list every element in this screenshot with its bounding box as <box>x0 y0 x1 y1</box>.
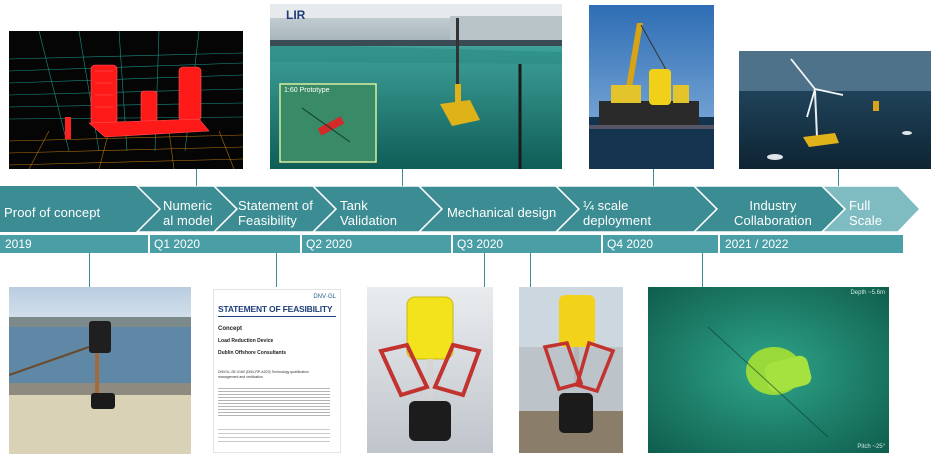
year-label-q4-2020: Q4 2020 <box>607 237 654 251</box>
photo-feasibility-document: DNV·GL STATEMENT OF FEASIBILITY Concept … <box>213 289 341 453</box>
connector-proof <box>89 253 90 287</box>
stage-statement-of-feasibility: Statement of Feasibility <box>238 198 313 228</box>
year-label-q1-2020: Q1 2020 <box>154 237 201 251</box>
underwater-pitch-readout: Pitch ~25° <box>857 444 885 450</box>
connector-underwater <box>702 253 703 287</box>
doc-concept: Concept <box>218 326 242 332</box>
stage-mechanical-design: Mechanical design <box>447 205 557 220</box>
doc-logo: DNV·GL <box>313 294 336 300</box>
year-divider <box>601 235 603 253</box>
photo-industry-turbine <box>739 51 931 169</box>
connector-mechanical-b <box>530 253 531 287</box>
year-divider <box>300 235 302 253</box>
year-divider <box>451 235 453 253</box>
underwater-depth-readout: Depth ~5.6m <box>850 290 885 296</box>
connector-turbine <box>838 169 839 186</box>
doc-signature-lines <box>218 426 330 442</box>
doc-standard: DNVGL-SE-0160 (DNV-RP-A203) Technology q… <box>218 370 309 379</box>
photo-quarter-scale-barge <box>589 5 714 169</box>
photo-proof-of-concept <box>9 287 191 454</box>
year-divider <box>148 235 150 253</box>
stage-quarter-scale-deployment: ¼ scale deployment <box>583 198 652 228</box>
doc-device: Load Reduction Device <box>218 338 274 344</box>
timeline-chevron-band <box>0 186 941 232</box>
year-label-q2-2020: Q2 2020 <box>306 237 353 251</box>
tank-sign-text: LIR <box>286 8 306 22</box>
year-divider <box>718 235 720 253</box>
year-label-2021-2022: 2021 / 2022 <box>725 237 789 251</box>
connector-mechanical-a <box>484 253 485 287</box>
stage-numerical-model: Numeric al model <box>163 198 213 228</box>
connector-numerical-model <box>196 169 197 186</box>
stage-full-scale: Full Scale <box>849 198 883 228</box>
connector-tank <box>402 169 403 186</box>
photo-underwater: Depth ~5.6m Pitch ~25° <box>648 287 889 453</box>
year-label-q3-2020: Q3 2020 <box>457 237 504 251</box>
connector-feasibility <box>276 253 277 287</box>
stage-proof-of-concept: Proof of concept <box>4 205 101 220</box>
doc-title: STATEMENT OF FEASIBILITY <box>218 304 333 314</box>
doc-company: Dublin Offshore Consultants <box>218 350 287 356</box>
photo-numerical-model <box>9 31 243 169</box>
stage-tank-validation: Tank Validation <box>340 198 398 228</box>
doc-body-lines <box>218 386 330 416</box>
connector-barge <box>653 169 654 186</box>
photo-mechanical-cad <box>367 287 493 453</box>
photo-mechanical-built <box>519 287 623 453</box>
tank-inset-label: 1:60 Prototype <box>284 87 330 94</box>
doc-title-rule <box>218 316 336 317</box>
photo-tank-validation: LIR 1:60 Prototype <box>270 4 562 169</box>
year-label-2019: 2019 <box>5 237 32 251</box>
stage-industry-collaboration: Industry Collaboration <box>734 198 812 228</box>
